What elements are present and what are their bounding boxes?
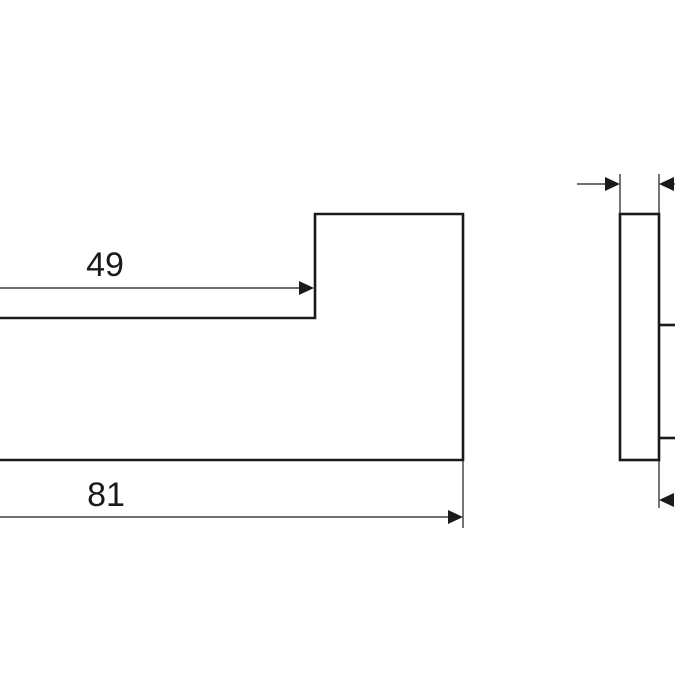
- front-view: 49 81: [0, 212, 465, 528]
- dimension-49-label: 49: [86, 246, 124, 284]
- side-view-projection-dimension: [658, 460, 674, 508]
- side-view-thickness-dimension: [577, 174, 675, 214]
- dimension-81-label: 81: [87, 476, 125, 514]
- side-view-plate: [618, 212, 661, 462]
- thickness-arrowhead-right: [659, 177, 674, 191]
- front-view-outline: [0, 212, 465, 462]
- projection-arrowhead: [659, 493, 674, 507]
- dimension-49: 49: [0, 246, 314, 295]
- thickness-arrowhead-left: [605, 177, 620, 191]
- dimension-81-arrowhead: [448, 510, 463, 524]
- dimension-49-arrowhead: [299, 281, 314, 295]
- dimension-81: 81: [0, 460, 464, 528]
- side-view: [577, 174, 675, 508]
